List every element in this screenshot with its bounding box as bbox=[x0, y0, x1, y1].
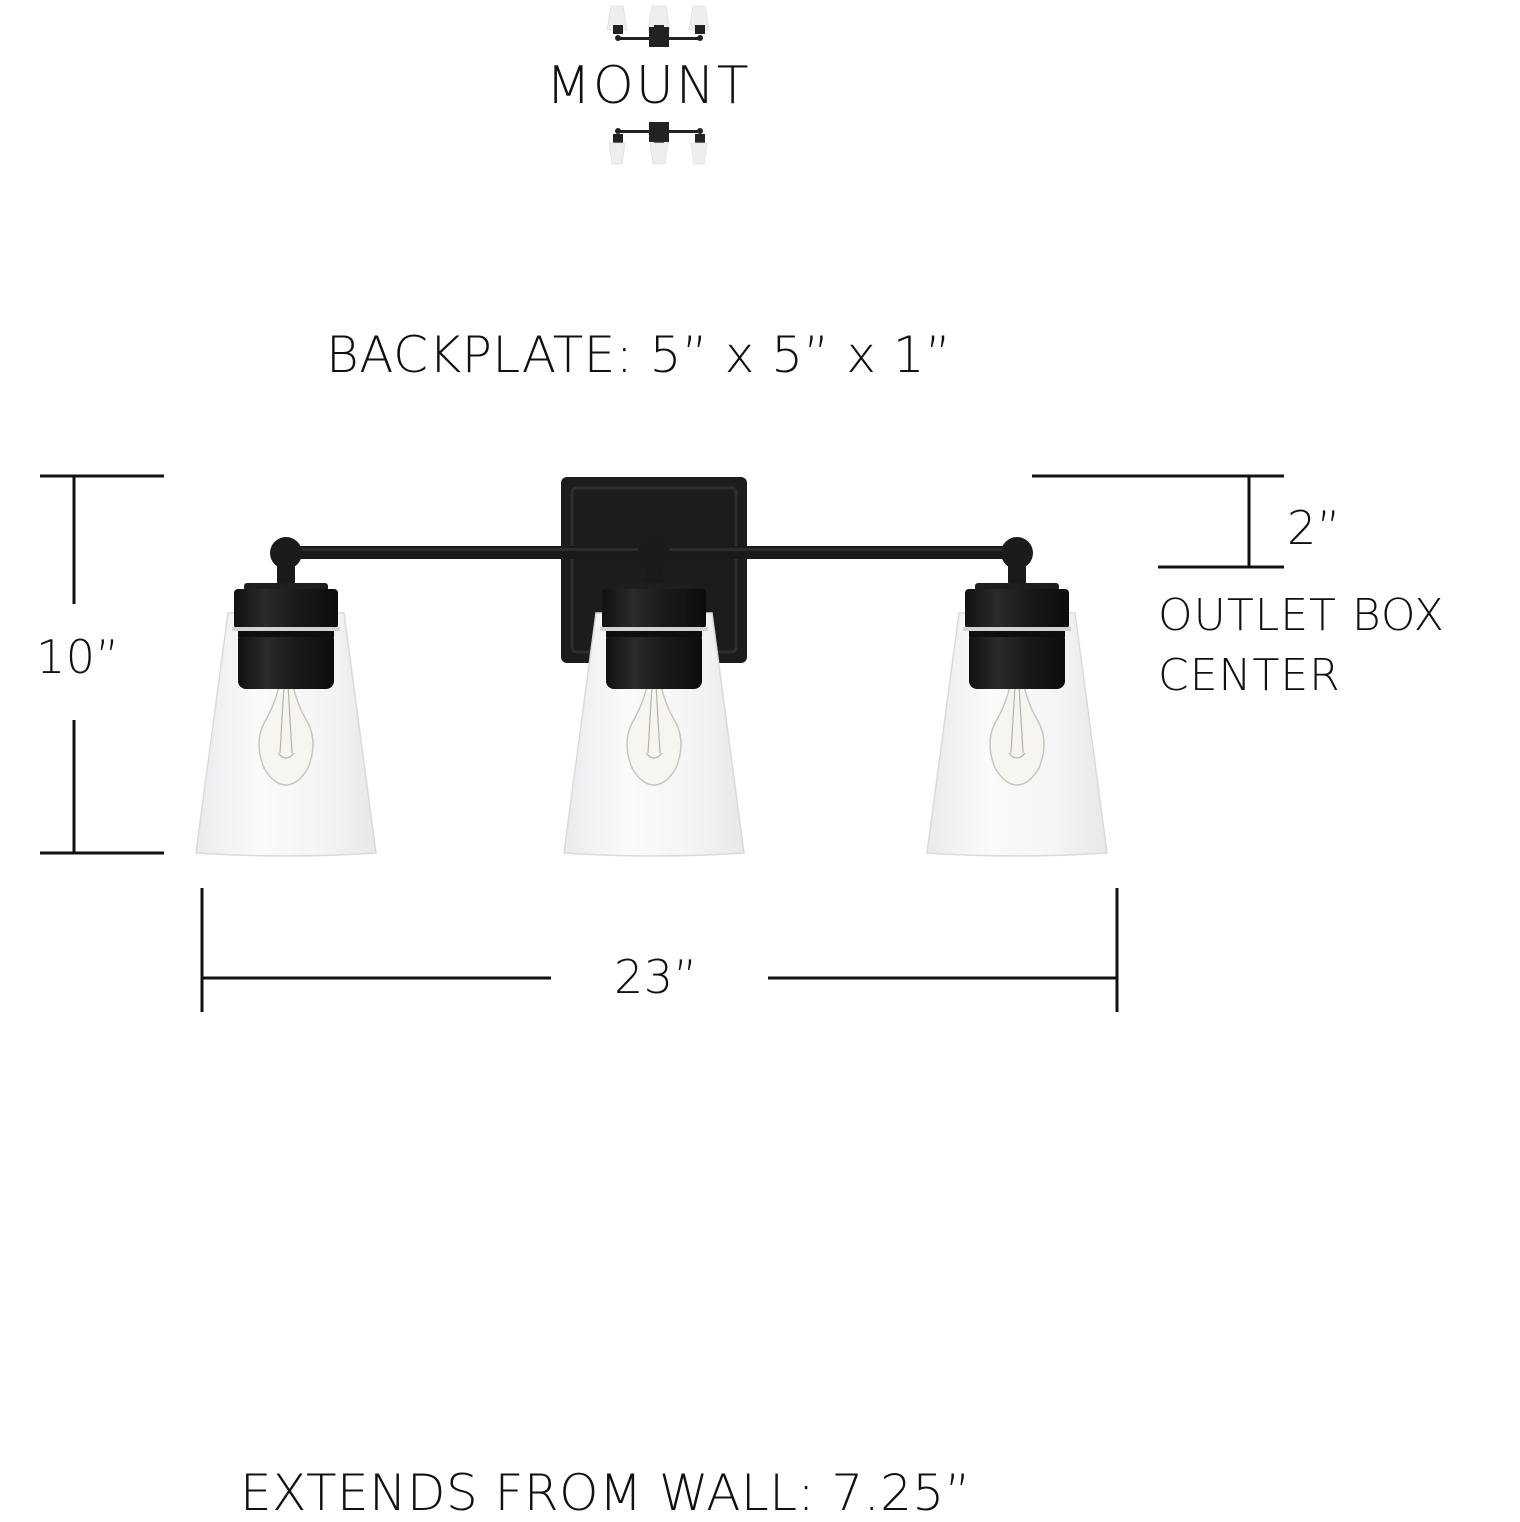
fixture-down-mount-icon bbox=[608, 122, 708, 165]
lamp-left bbox=[195, 536, 377, 857]
lamp-right bbox=[926, 536, 1108, 857]
outlet-offset-label: 2” bbox=[1287, 501, 1342, 555]
mount-title: MOUNT bbox=[546, 56, 751, 116]
extension-dimension-label: EXTENDS FROM WALL: 7.25” bbox=[240, 1464, 972, 1522]
backplate-dimension-label: BACKPLATE: 5” x 5” x 1” bbox=[326, 326, 952, 384]
fixture-up-mount-icon bbox=[606, 5, 710, 47]
outlet-offset-dimension bbox=[1032, 474, 1284, 569]
width-dimension bbox=[200, 888, 1119, 1012]
three-light-vanity-fixture bbox=[195, 477, 1108, 857]
width-dimension-label: 23” bbox=[614, 950, 698, 1004]
height-dimension-label: 10” bbox=[36, 630, 120, 684]
height-dimension bbox=[40, 474, 164, 855]
dimension-lines bbox=[40, 474, 1284, 1012]
outlet-box-label-line1: OUTLET BOX bbox=[1158, 590, 1445, 641]
outlet-box-label-line2: CENTER bbox=[1158, 650, 1341, 701]
